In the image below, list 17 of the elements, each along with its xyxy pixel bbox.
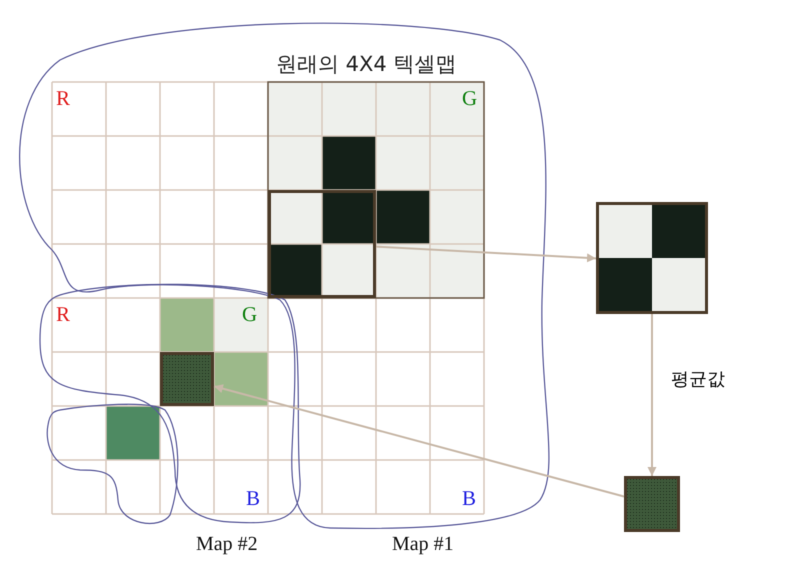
channel-letter: B — [462, 488, 476, 509]
edge-label: 평균값 — [670, 370, 726, 390]
level-caption: Map #1 — [392, 534, 454, 554]
averaged-texel — [624, 476, 680, 532]
channel-letter: G — [462, 88, 478, 109]
channel-letter: R — [56, 88, 70, 109]
heading: 원래의 4X4 텍셀맵 — [276, 54, 456, 75]
arrow — [214, 384, 624, 498]
arrow — [376, 246, 596, 262]
texel-selection — [268, 190, 376, 298]
channel-letter: G — [242, 304, 258, 325]
level-caption: Map #2 — [196, 534, 258, 554]
channel-letter: B — [246, 488, 260, 509]
mipmap-texel — [160, 352, 214, 406]
enlarged-texel-block — [596, 202, 708, 314]
channel-letter: R — [56, 304, 70, 325]
arrow — [648, 314, 656, 476]
